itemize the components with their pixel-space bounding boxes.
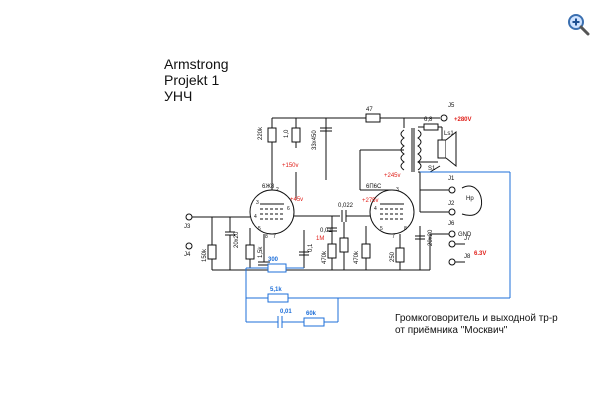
pin-t1-8: 8 bbox=[265, 234, 268, 240]
pin-t1-3: 3 bbox=[256, 200, 259, 206]
title-line-1: Armstrong bbox=[164, 56, 229, 72]
label-r60k: 60k bbox=[306, 311, 317, 317]
label-s1: S1 bbox=[428, 166, 436, 172]
pin-t2-4: 4 bbox=[374, 206, 377, 212]
label-r300: 300 bbox=[268, 257, 279, 263]
pin-t2-8: 8 bbox=[404, 226, 407, 232]
label-v45: +45v bbox=[290, 197, 303, 203]
label-c001b: 0,01 bbox=[280, 309, 292, 315]
label-r470kb: 470k bbox=[354, 250, 360, 264]
label-v245: +245v bbox=[384, 173, 401, 179]
caption-line-1: Громкоговоритель и выходной тр-р bbox=[395, 313, 558, 324]
label-r1k0: 1,0 bbox=[284, 129, 290, 138]
title-line-3: УНЧ bbox=[164, 88, 193, 104]
label-c20x20b: 20x20 bbox=[428, 229, 434, 246]
label-tube1: 6Ж8 bbox=[262, 184, 275, 190]
pin-t1-4: 4 bbox=[254, 214, 257, 220]
label-r250: 250 bbox=[390, 251, 396, 262]
label-c33: 33x450 bbox=[312, 130, 318, 150]
label-r6k8: 6,8 bbox=[424, 117, 433, 123]
label-j1: J1 bbox=[448, 176, 455, 182]
label-c001a: 0,01 bbox=[320, 228, 332, 234]
title-line-2: Projekt 1 bbox=[164, 72, 220, 88]
component-labels: 47 J5 +280V 6,8 Ls1 S1 220k 1,0 33x450 +… bbox=[184, 103, 486, 317]
caption-line-2: от приёмника "Москвич" bbox=[395, 325, 508, 336]
label-hp: Hp bbox=[466, 196, 474, 202]
pin-t2-5: 5 bbox=[380, 226, 383, 232]
label-v275: +275v bbox=[362, 198, 379, 204]
label-c20x20a: 20x20 bbox=[234, 231, 240, 248]
label-v63: 6.3V bbox=[474, 251, 486, 257]
zoom-in-icon[interactable] bbox=[566, 12, 590, 36]
label-j3: J3 bbox=[184, 224, 191, 230]
label-r220k: 220k bbox=[258, 126, 264, 140]
pin-t2-7: 7 bbox=[392, 234, 395, 240]
label-r47: 47 bbox=[366, 107, 373, 113]
schematic-wiring bbox=[185, 113, 483, 271]
feedback-network bbox=[245, 171, 511, 328]
label-tube2: 6П6С bbox=[366, 184, 382, 190]
label-j5: J5 bbox=[448, 103, 455, 109]
label-c022: 0,022 bbox=[338, 203, 354, 209]
pin-t1-5: 5 bbox=[258, 226, 261, 232]
label-j6: J6 bbox=[448, 221, 455, 227]
label-gnd: GND bbox=[458, 232, 472, 238]
label-r150k: 150k bbox=[202, 248, 208, 262]
label-r5k1: 5,1k bbox=[270, 287, 282, 293]
label-ls1: Ls1 bbox=[444, 131, 454, 137]
label-r1m: 1M bbox=[316, 236, 324, 242]
pin-t1-6: 6 bbox=[287, 206, 290, 212]
pin-t1-2: 2 bbox=[276, 187, 279, 193]
label-j2: J2 bbox=[448, 201, 455, 207]
label-j4: J4 bbox=[184, 252, 191, 258]
label-r1k5: 1,5k bbox=[258, 246, 264, 258]
pin-t2-3: 3 bbox=[396, 187, 399, 193]
pin-t1-7: 7 bbox=[273, 234, 276, 240]
label-j7: J7 bbox=[464, 236, 471, 242]
label-r470ka: 470k bbox=[322, 250, 328, 264]
label-v150: +150v bbox=[282, 163, 299, 169]
label-c01: 0,1 bbox=[308, 243, 314, 252]
label-j8: J8 bbox=[464, 254, 471, 260]
label-v280: +280V bbox=[454, 117, 472, 123]
